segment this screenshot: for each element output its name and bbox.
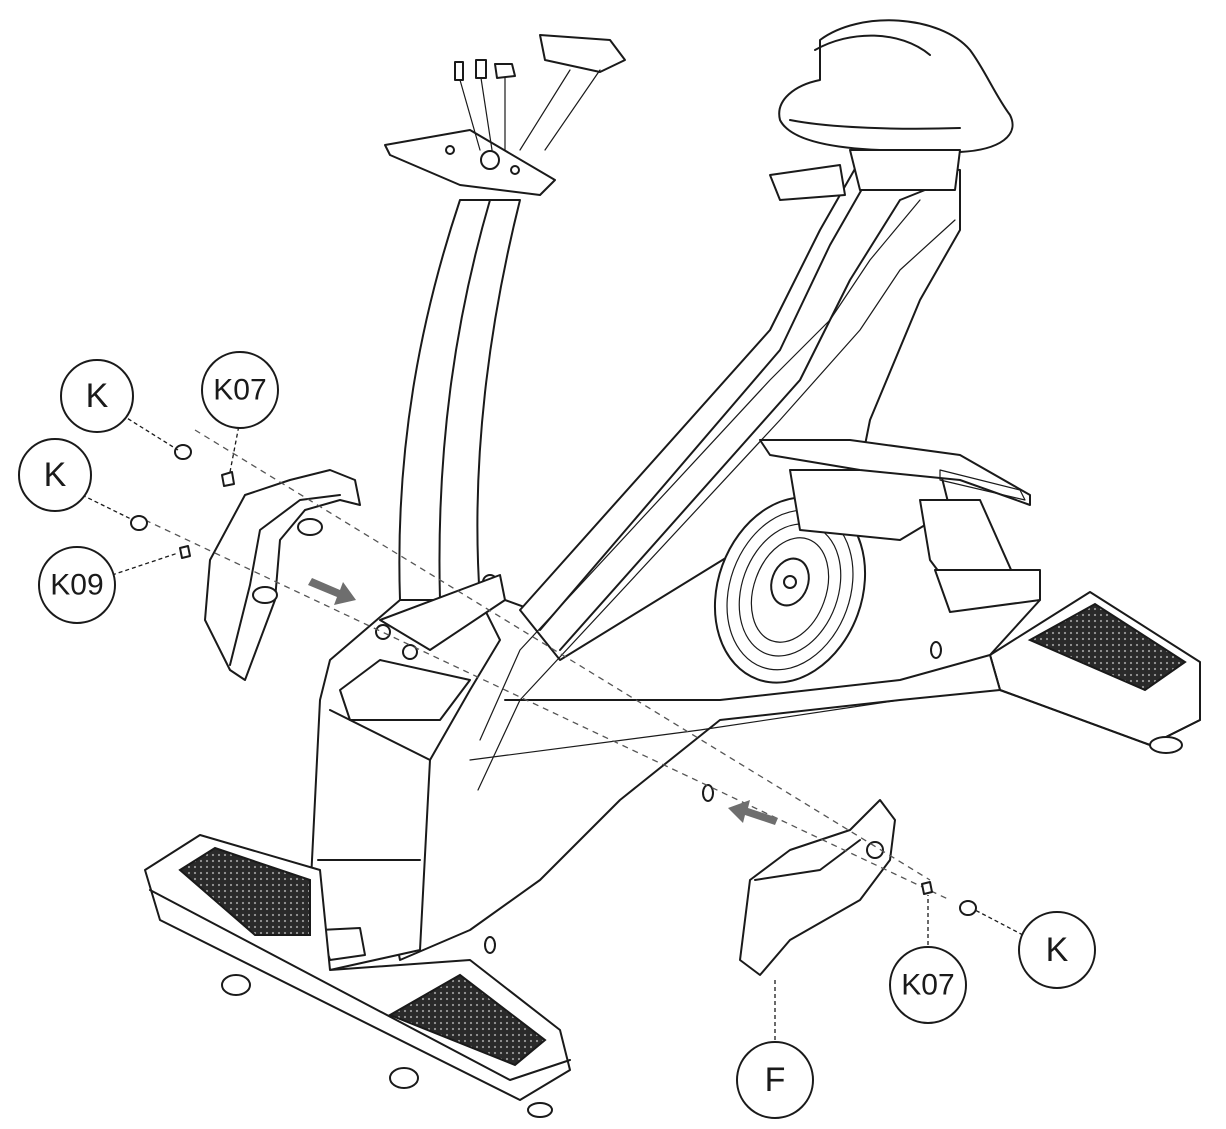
nut-k-right	[959, 900, 977, 916]
front-stabilizer	[144, 834, 571, 1118]
seat-adjust-knob	[769, 164, 846, 201]
svg-text:K07: K07	[901, 969, 954, 1002]
front-foot-pad-left	[178, 846, 311, 936]
callout-k07-top: K07	[201, 351, 279, 429]
crank-assembly	[759, 439, 1041, 613]
nut-k-top	[174, 444, 192, 460]
front-column	[309, 574, 506, 971]
handlebar-post	[384, 34, 626, 601]
console-wire-connectors	[454, 59, 516, 151]
callout-k-top-left: K	[60, 359, 134, 433]
callout-k07-right: K07	[889, 946, 967, 1024]
bolt-k09	[179, 545, 191, 559]
callout-k09: K09	[38, 546, 116, 624]
svg-text:K: K	[44, 456, 67, 494]
transport-wheel-right	[389, 1067, 419, 1089]
callout-k-mid-left: K	[18, 438, 92, 512]
svg-text:K09: K09	[50, 569, 103, 602]
svg-text:K: K	[1046, 931, 1069, 969]
left-side-cover	[204, 469, 361, 681]
svg-text:K: K	[86, 377, 109, 415]
transport-wheel-left	[221, 974, 251, 996]
svg-text:K07: K07	[213, 374, 266, 407]
seat	[769, 19, 1014, 201]
console-mount-plate	[384, 129, 556, 196]
flywheel	[713, 496, 867, 684]
rear-foot-leveler	[1149, 736, 1183, 754]
callout-k-right: K	[1018, 911, 1096, 989]
pedal-strap	[759, 439, 1031, 506]
arrow-right-icon	[308, 578, 356, 605]
nut-k-mid	[130, 515, 148, 531]
bolt-k07-top	[221, 471, 235, 487]
front-foot-pad-right	[387, 973, 547, 1067]
callout-f: F	[736, 1041, 814, 1119]
alignment-lines	[144, 429, 951, 901]
arrow-left-icon	[728, 800, 778, 825]
console-bracket	[539, 34, 626, 73]
bolt-k07-right	[921, 881, 933, 895]
svg-text:F: F	[765, 1061, 786, 1099]
hardware	[130, 444, 977, 916]
direction-arrows	[308, 578, 778, 825]
right-side-cover-f	[739, 799, 896, 976]
rear-foot-pad	[1027, 602, 1187, 692]
